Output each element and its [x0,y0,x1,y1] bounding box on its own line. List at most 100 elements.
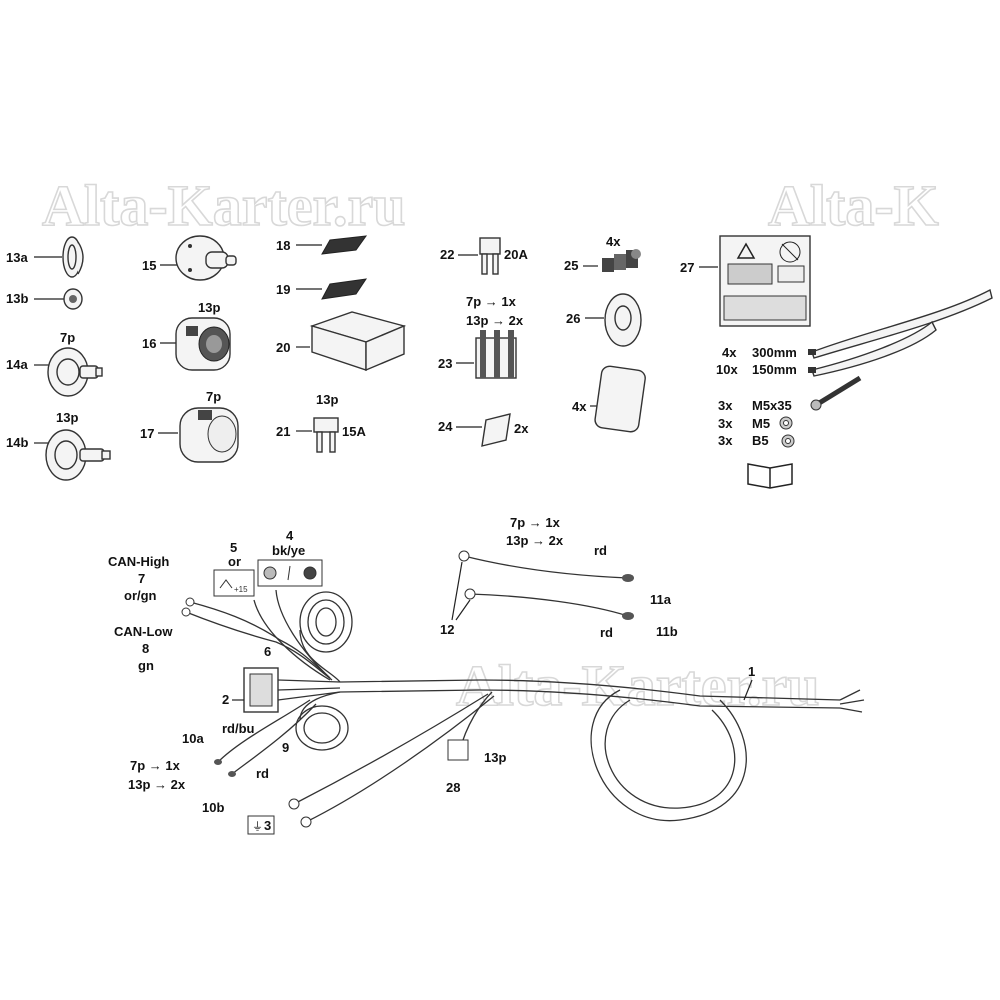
svg-text:4x: 4x [572,399,587,414]
part-screws: 3x M5x35 3x M5 3x B5 [718,375,862,448]
svg-text:15A: 15A [342,424,366,439]
svg-text:⏚: ⏚ [252,820,263,833]
svg-text:3x: 3x [718,433,733,448]
svg-text:M5: M5 [752,416,770,431]
svg-text:4: 4 [286,528,294,543]
svg-text:6: 6 [264,644,271,659]
svg-text:14a: 14a [6,357,28,372]
svg-text:13b: 13b [6,291,28,306]
symbol-box-5: +15 [213,569,255,597]
svg-text:300mm: 300mm [752,345,797,360]
svg-text:8: 8 [142,641,149,656]
svg-text:22: 22 [440,247,454,262]
svg-text:13p → 2x: 13p → 2x [506,533,564,548]
part-24: 24 2x [438,413,529,447]
svg-text:17: 17 [140,426,154,441]
svg-text:26: 26 [566,311,580,326]
svg-text:7p: 7p [206,389,221,404]
svg-text:10a: 10a [182,731,204,746]
part-27-warning-sticker: 27 [680,235,811,327]
svg-text:CAN-High: CAN-High [108,554,169,569]
part-20: 20 [276,311,407,372]
part-18: 18 [276,235,368,255]
part-26: 26 [566,293,642,347]
svg-text:12: 12 [440,622,454,637]
svg-text:16: 16 [142,336,156,351]
svg-text:10b: 10b [202,800,224,815]
watermark-right: Alta-K [768,173,939,238]
svg-text:B5: B5 [752,433,769,448]
svg-text:13p: 13p [484,750,506,765]
svg-text:18: 18 [276,238,290,253]
svg-text:or/gn: or/gn [124,588,157,603]
svg-text:13p: 13p [56,410,78,425]
manual-book-icon [747,463,793,489]
svg-text:3: 3 [264,818,271,833]
svg-text:or: or [228,554,241,569]
svg-text:3x: 3x [718,416,733,431]
part-15: 15 [142,235,237,281]
svg-text:gn: gn [138,658,154,673]
watermark-left: Alta-Karter.ru [42,173,405,238]
part-14b: 13p 14b [6,410,111,481]
svg-text:14b: 14b [6,435,28,450]
svg-text:7p → 1x: 7p → 1x [510,515,561,530]
part-cable-ties: 4x 300mm 10x 150mm [716,288,993,377]
svg-text:21: 21 [276,424,290,439]
harness-cables [181,550,865,828]
svg-text:4x: 4x [722,345,737,360]
part-13b: 13b [6,288,83,310]
part-13a: 13a [6,236,84,278]
svg-text:7p: 7p [60,330,75,345]
part-16: 13p 16 [142,300,231,371]
part-21: 13p 21 15A [276,392,366,453]
svg-text:10x: 10x [716,362,738,377]
part-17: 7p 17 [140,389,239,463]
svg-text:20: 20 [276,340,290,355]
svg-text:23: 23 [438,356,452,371]
svg-text:M5x35: M5x35 [752,398,792,413]
svg-text:7p → 1x: 7p → 1x [466,294,517,309]
svg-text:rd: rd [256,766,269,781]
svg-text:7: 7 [138,571,145,586]
svg-text:13p: 13p [198,300,220,315]
part-pad-4x: 4x [572,365,646,433]
svg-text:13p: 13p [316,392,338,407]
svg-text:25: 25 [564,258,578,273]
svg-text:13p → 2x: 13p → 2x [466,313,524,328]
svg-text:7p → 1x: 7p → 1x [130,758,181,773]
svg-text:20A: 20A [504,247,528,262]
svg-text:+15: +15 [234,585,248,594]
svg-text:rd: rd [594,543,607,558]
svg-text:3x: 3x [718,398,733,413]
svg-text:19: 19 [276,282,290,297]
svg-text:2x: 2x [514,421,529,436]
svg-text:CAN-Low: CAN-Low [114,624,173,639]
svg-text:9: 9 [282,740,289,755]
symbol-box-4 [257,559,323,587]
svg-text:28: 28 [446,780,460,795]
part-19: 19 [276,278,368,300]
svg-text:1: 1 [748,664,755,679]
svg-text:27: 27 [680,260,694,275]
svg-text:13a: 13a [6,250,28,265]
svg-text:5: 5 [230,540,237,555]
part-25: 4x 25 [564,234,641,273]
svg-text:bk/ye: bk/ye [272,543,305,558]
part-22: 22 20A [440,237,528,275]
watermark-center: Alta-Karter.ru [456,653,819,718]
svg-text:rd: rd [600,625,613,640]
svg-text:13p → 2x: 13p → 2x [128,777,186,792]
svg-text:2: 2 [222,692,229,707]
svg-text:150mm: 150mm [752,362,797,377]
svg-text:11b: 11b [656,624,678,639]
svg-text:rd/bu: rd/bu [222,721,255,736]
svg-text:24: 24 [438,419,453,434]
svg-text:4x: 4x [606,234,621,249]
part-23: 7p → 1x 13p → 2x 23 [438,294,524,379]
harness-labels: 1 2 CAN-High 7 or/gn CAN-Low 8 gn 5 or 4… [108,515,755,835]
svg-text:11a: 11a [650,592,672,607]
part-14a: 7p 14a [6,330,103,397]
svg-text:15: 15 [142,258,156,273]
